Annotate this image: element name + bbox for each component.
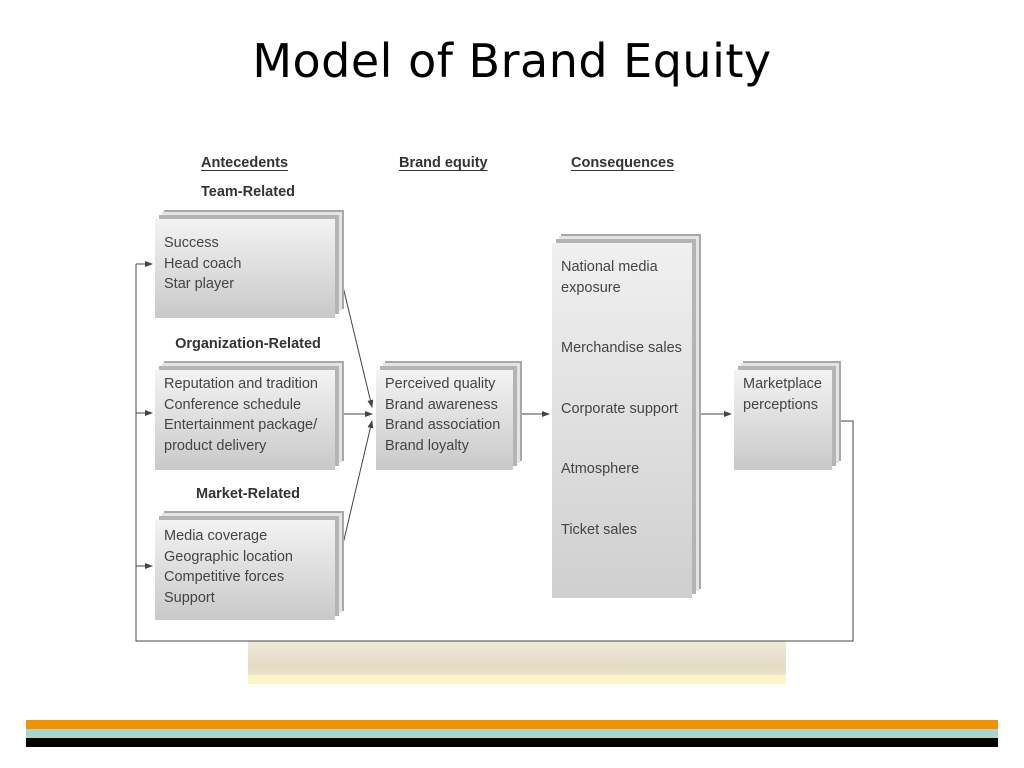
market-item: Competitive forces bbox=[164, 569, 285, 585]
market-item: Support bbox=[164, 589, 215, 606]
footer-teal-bar bbox=[26, 729, 998, 738]
market-item: Geographic location bbox=[164, 548, 293, 565]
page-title: Model of Brand Equity bbox=[252, 34, 772, 88]
team-item: Star player bbox=[164, 276, 235, 292]
organization-item: Reputation and tradition bbox=[164, 376, 318, 392]
team-related-label: Team-Related bbox=[200, 184, 295, 200]
brand-equity-item: Brand loyalty bbox=[385, 437, 469, 454]
team-related-box: Success Head coach Star player bbox=[155, 219, 335, 318]
team-item: Head coach bbox=[164, 255, 242, 272]
arrow-market-to-equity bbox=[338, 420, 374, 562]
marketplace-item: perceptions bbox=[743, 396, 818, 413]
footer-orange-bar bbox=[26, 720, 998, 729]
brand-equity-item: Brand association bbox=[385, 417, 501, 433]
background-photo-strip bbox=[248, 641, 786, 684]
brand-equity-box: Perceived quality Brand awareness Brand … bbox=[376, 370, 513, 470]
team-item: Success bbox=[164, 235, 219, 251]
organization-item: Entertainment package/ bbox=[164, 417, 318, 433]
organization-related-label: Organization-Related bbox=[175, 336, 321, 352]
brand-equity-item: Perceived quality bbox=[385, 376, 496, 392]
consequence-item: Ticket sales bbox=[561, 521, 638, 538]
arrow-team-to-equity bbox=[338, 269, 374, 408]
market-item: Media coverage bbox=[164, 528, 268, 544]
footer-black-bar bbox=[26, 738, 998, 747]
header-consequences: Consequences bbox=[571, 155, 675, 171]
organization-related-box: Reputation and tradition Conference sche… bbox=[155, 370, 335, 470]
market-related-box: Media coverage Geographic location Compe… bbox=[155, 520, 335, 620]
header-antecedents: Antecedents bbox=[201, 155, 289, 171]
consequence-item: Atmosphere bbox=[561, 461, 640, 477]
consequences-box: National media exposure Merchandise sale… bbox=[552, 243, 692, 598]
header-brand-equity: Brand equity bbox=[399, 155, 488, 171]
consequence-item: Merchandise sales bbox=[561, 340, 682, 356]
organization-item: product delivery bbox=[164, 437, 267, 454]
marketplace-perceptions-box: Marketplace perceptions bbox=[734, 370, 832, 470]
feedback-loop-line bbox=[135, 264, 854, 642]
organization-item: Conference schedule bbox=[164, 396, 302, 413]
brand-equity-item: Brand awareness bbox=[385, 396, 498, 413]
consequence-item: Corporate support bbox=[561, 400, 678, 417]
consequence-item: National media bbox=[561, 259, 658, 275]
marketplace-item: Marketplace bbox=[743, 376, 822, 392]
market-related-label: Market-Related bbox=[196, 486, 300, 502]
consequence-item: exposure bbox=[561, 279, 621, 296]
